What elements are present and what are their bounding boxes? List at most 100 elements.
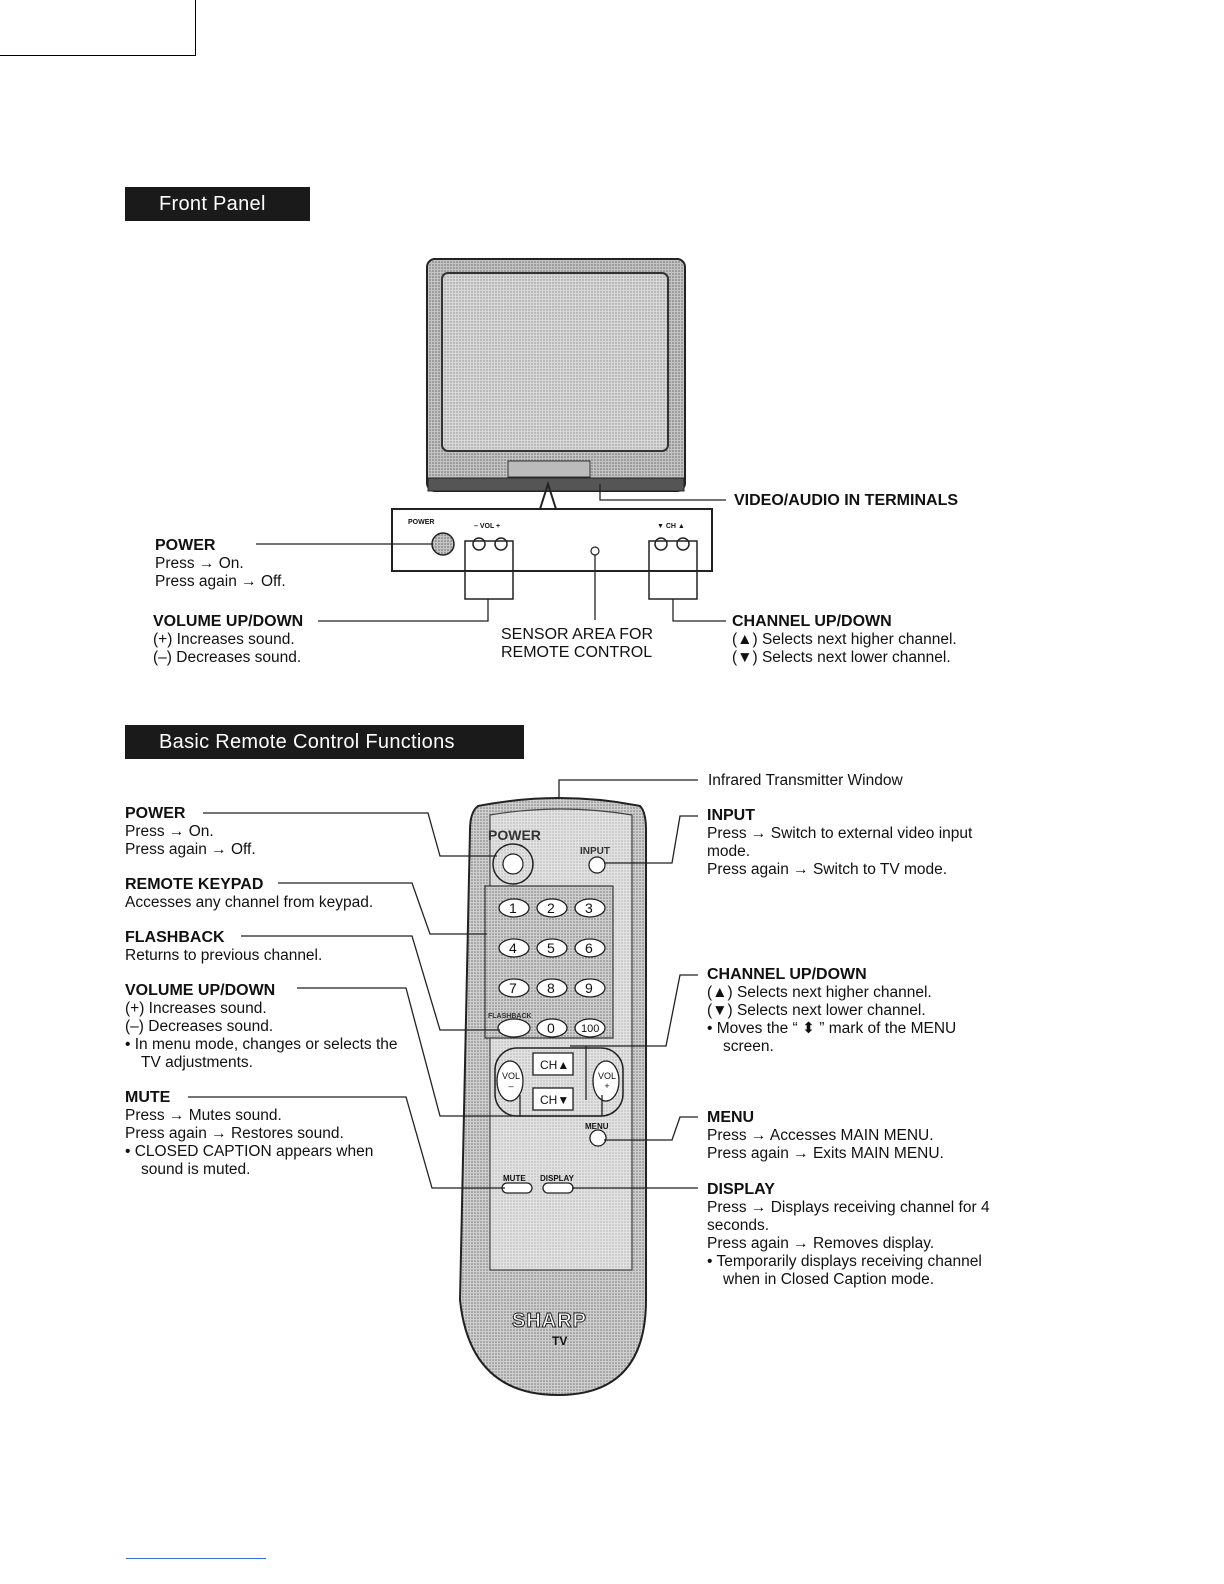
callout-bullet: • In menu mode, changes or selects the T…	[125, 1036, 398, 1071]
callout-line: Press again → Exits MAIN MENU.	[707, 1145, 944, 1162]
callout-line: REMOTE CONTROL	[501, 644, 653, 661]
front-remote-sensor	[590, 546, 600, 556]
callout-bullet: • Moves the “ ⬍ ” mark of the MENU scree…	[707, 1020, 957, 1055]
panel-label-ch: ▼ CH ▲	[657, 523, 685, 530]
front-power-callout: POWER Press → On. Press again → Off.	[155, 537, 286, 591]
callout-line: (–) Decreases sound.	[125, 1018, 274, 1035]
key-6[interactable]: 6	[585, 940, 593, 956]
remote-menu-callout: MENU Press → Accesses MAIN MENU. Press a…	[707, 1109, 992, 1163]
callout-title: VIDEO/AUDIO IN TERMINALS	[734, 492, 959, 509]
remote-display-label[interactable]: DISPLAY	[540, 1174, 574, 1183]
remote-volume-callout: VOLUME UP/DOWN (+) Increases sound. (–) …	[125, 982, 405, 1072]
remote-power-callout: POWER Press → On. Press again → Off.	[125, 805, 256, 859]
key-1[interactable]: 1	[509, 900, 517, 916]
panel-label-power: POWER	[408, 519, 435, 526]
front-vol-up-button	[494, 537, 508, 551]
callout-line: Accesses any channel from keypad.	[125, 894, 374, 911]
callout-line: Press → Accesses MAIN MENU.	[707, 1127, 934, 1144]
callout-line: Returns to previous channel.	[125, 947, 323, 964]
key-0[interactable]: 0	[547, 1020, 555, 1036]
remote-vol-up-button	[592, 1060, 620, 1102]
callout-line: Press → Mutes sound.	[125, 1107, 282, 1124]
key-7[interactable]: 7	[509, 980, 517, 996]
front-vol-down-button	[472, 537, 486, 551]
callout-bullet: • Temporarily displays receiving channel…	[707, 1253, 982, 1288]
callout-line: (+) Increases sound.	[125, 1000, 267, 1017]
remote-mute-callout: MUTE Press → Mutes sound. Press again → …	[125, 1089, 405, 1179]
remote-input-label[interactable]: INPUT	[580, 846, 610, 857]
key-4[interactable]: 4	[509, 940, 517, 956]
key-5[interactable]: 5	[547, 940, 555, 956]
callout-title: CHANNEL UP/DOWN	[732, 613, 892, 630]
callout-line: Press again → Removes display.	[707, 1235, 935, 1252]
remote-power-label[interactable]: POWER	[488, 827, 541, 843]
remote-ch-down-label[interactable]: CH▼	[540, 1093, 570, 1107]
sharp-logo-sub: TV	[552, 1334, 568, 1348]
number-keys	[497, 898, 606, 1038]
remote-vol-down-button	[496, 1060, 524, 1102]
key-3[interactable]: 3	[585, 900, 593, 916]
front-sensor-callout: SENSOR AREA FOR REMOTE CONTROL	[501, 626, 653, 662]
remote-flashback-label[interactable]: FLASHBACK	[488, 1013, 532, 1020]
front-video-audio-callout: VIDEO/AUDIO IN TERMINALS	[734, 492, 958, 510]
callout-line: Press again → Switch to TV mode.	[707, 861, 948, 878]
remote-ch-up-label[interactable]: CH▲	[540, 1058, 570, 1072]
callout-title: MUTE	[125, 1089, 171, 1106]
front-ch-up-button	[676, 537, 690, 551]
callout-title: POWER	[125, 805, 186, 822]
key-9[interactable]: 9	[585, 980, 593, 996]
callout-line: Press → On.	[155, 555, 244, 572]
callout-line: (+) Increases sound.	[153, 631, 295, 648]
callout-line: Press → Switch to external video input m…	[707, 825, 973, 860]
tv-illustration	[426, 258, 686, 492]
callout-line: Press again → Off.	[125, 841, 256, 858]
front-channel-callout: CHANNEL UP/DOWN (▲) Selects next higher …	[732, 613, 957, 667]
key-2[interactable]: 2	[547, 900, 555, 916]
callout-title: MENU	[707, 1109, 755, 1126]
remote-flashback-callout: FLASHBACK Returns to previous channel.	[125, 929, 322, 965]
front-panel-header: Front Panel	[125, 187, 310, 221]
callout-line: SENSOR AREA FOR	[501, 626, 654, 643]
remote-menu-button	[589, 1129, 607, 1147]
key-100[interactable]: 100	[581, 1023, 600, 1035]
callout-title: VOLUME UP/DOWN	[153, 613, 304, 630]
sharp-logo: SHARP	[511, 1310, 588, 1332]
page-corner-frame	[0, 0, 196, 56]
bottom-rule	[126, 1558, 266, 1559]
callout-line: (▲) Selects next higher channel.	[732, 631, 957, 648]
remote-keypad-callout: REMOTE KEYPAD Accesses any channel from …	[125, 876, 373, 912]
remote-vol-plus-label[interactable]: VOL +	[597, 1071, 616, 1091]
callout-title: FLASHBACK	[125, 929, 225, 946]
panel-label-vol: – VOL +	[474, 523, 501, 530]
infrared-window-label: Infrared Transmitter Window	[708, 772, 903, 789]
callout-bullet: • CLOSED CAPTION appears when sound is m…	[125, 1143, 374, 1178]
remote-menu-label[interactable]: MENU	[585, 1122, 609, 1131]
callout-line: (▲) Selects next higher channel.	[707, 984, 932, 1001]
callout-line: (▼) Selects next lower channel.	[707, 1002, 926, 1019]
callout-title: VOLUME UP/DOWN	[125, 982, 276, 999]
callout-title: CHANNEL UP/DOWN	[707, 966, 867, 983]
callout-line: Press again → Off.	[155, 573, 286, 590]
remote-input-callout: INPUT Press → Switch to external video i…	[707, 807, 992, 879]
key-8[interactable]: 8	[547, 980, 555, 996]
remote-channel-callout: CHANNEL UP/DOWN (▲) Selects next higher …	[707, 966, 992, 1056]
callout-line: Press again → Restores sound.	[125, 1125, 344, 1142]
front-power-button	[431, 532, 455, 556]
remote-ch-up-button	[532, 1052, 574, 1076]
callout-line: Press → Displays receiving channel for 4…	[707, 1199, 990, 1234]
callout-title: INPUT	[707, 807, 755, 824]
remote-diagram	[188, 779, 698, 1397]
remote-functions-header: Basic Remote Control Functions	[125, 725, 524, 759]
remote-input-button	[588, 856, 606, 874]
front-panel-diagram	[256, 258, 726, 622]
callout-line: (▼) Selects next lower channel.	[732, 649, 951, 666]
callout-line: Press → On.	[125, 823, 214, 840]
callout-title: DISPLAY	[707, 1181, 775, 1198]
callout-line: (–) Decreases sound.	[153, 649, 302, 666]
remote-mute-label[interactable]: MUTE	[503, 1174, 526, 1183]
remote-vol-minus-label[interactable]: VOL –	[501, 1071, 520, 1091]
remote-ch-down-button	[532, 1087, 574, 1111]
callout-title: POWER	[155, 537, 216, 554]
front-ch-down-button	[654, 537, 668, 551]
remote-display-callout: DISPLAY Press → Displays receiving chann…	[707, 1181, 992, 1289]
